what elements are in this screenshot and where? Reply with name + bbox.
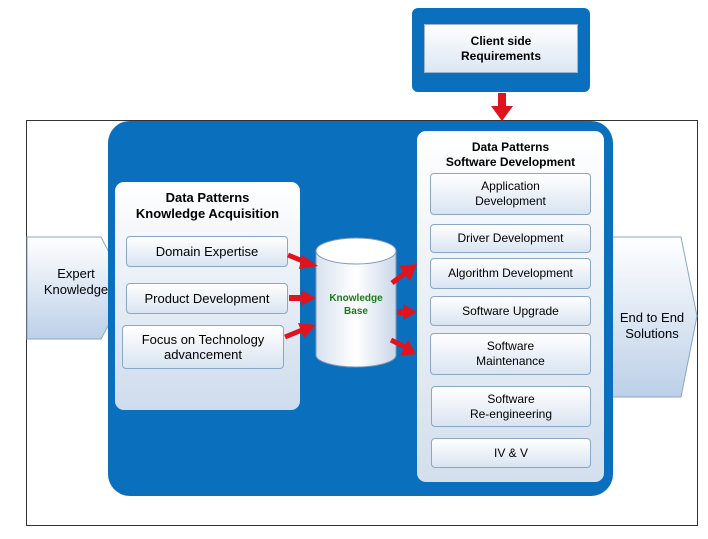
iv-and-v-item: IV & V [431, 438, 591, 468]
application-development-item: Application Development [430, 173, 591, 215]
arrow-product-to-kb [289, 290, 316, 306]
expert-knowledge-label: Expert Knowledge [43, 266, 109, 297]
knowledge-acquisition-title: Data Patterns Knowledge Acquisition [135, 190, 280, 221]
arrow-kb-to-upgrade [397, 304, 417, 320]
arrow-tech-to-kb [284, 323, 316, 340]
knowledge-base-cylinder [315, 237, 397, 368]
software-upgrade-item: Software Upgrade [430, 296, 591, 326]
driver-development-item: Driver Development [430, 224, 591, 253]
software-development-title: Data Patterns Software Development [445, 140, 576, 169]
arrow-client-to-sd [491, 93, 513, 121]
product-development-item: Product Development [126, 283, 288, 314]
arrow-domain-to-kb [287, 252, 318, 269]
flow-arrows [284, 93, 513, 356]
software-reengineering-item: Software Re-engineering [431, 386, 591, 427]
arrow-kb-to-algorithm [390, 264, 417, 285]
software-maintenance-item: Software Maintenance [430, 333, 591, 375]
arrow-kb-to-maintenance [389, 337, 416, 356]
client-requirements-label: Client side Requirements [424, 24, 578, 73]
technology-advancement-item: Focus on Technology advancement [122, 325, 284, 369]
end-to-end-solutions-label: End to End Solutions [619, 310, 685, 341]
algorithm-development-item: Algorithm Development [430, 258, 591, 289]
knowledge-base-label: Knowledge Base [329, 293, 383, 317]
domain-expertise-item: Domain Expertise [126, 236, 288, 267]
